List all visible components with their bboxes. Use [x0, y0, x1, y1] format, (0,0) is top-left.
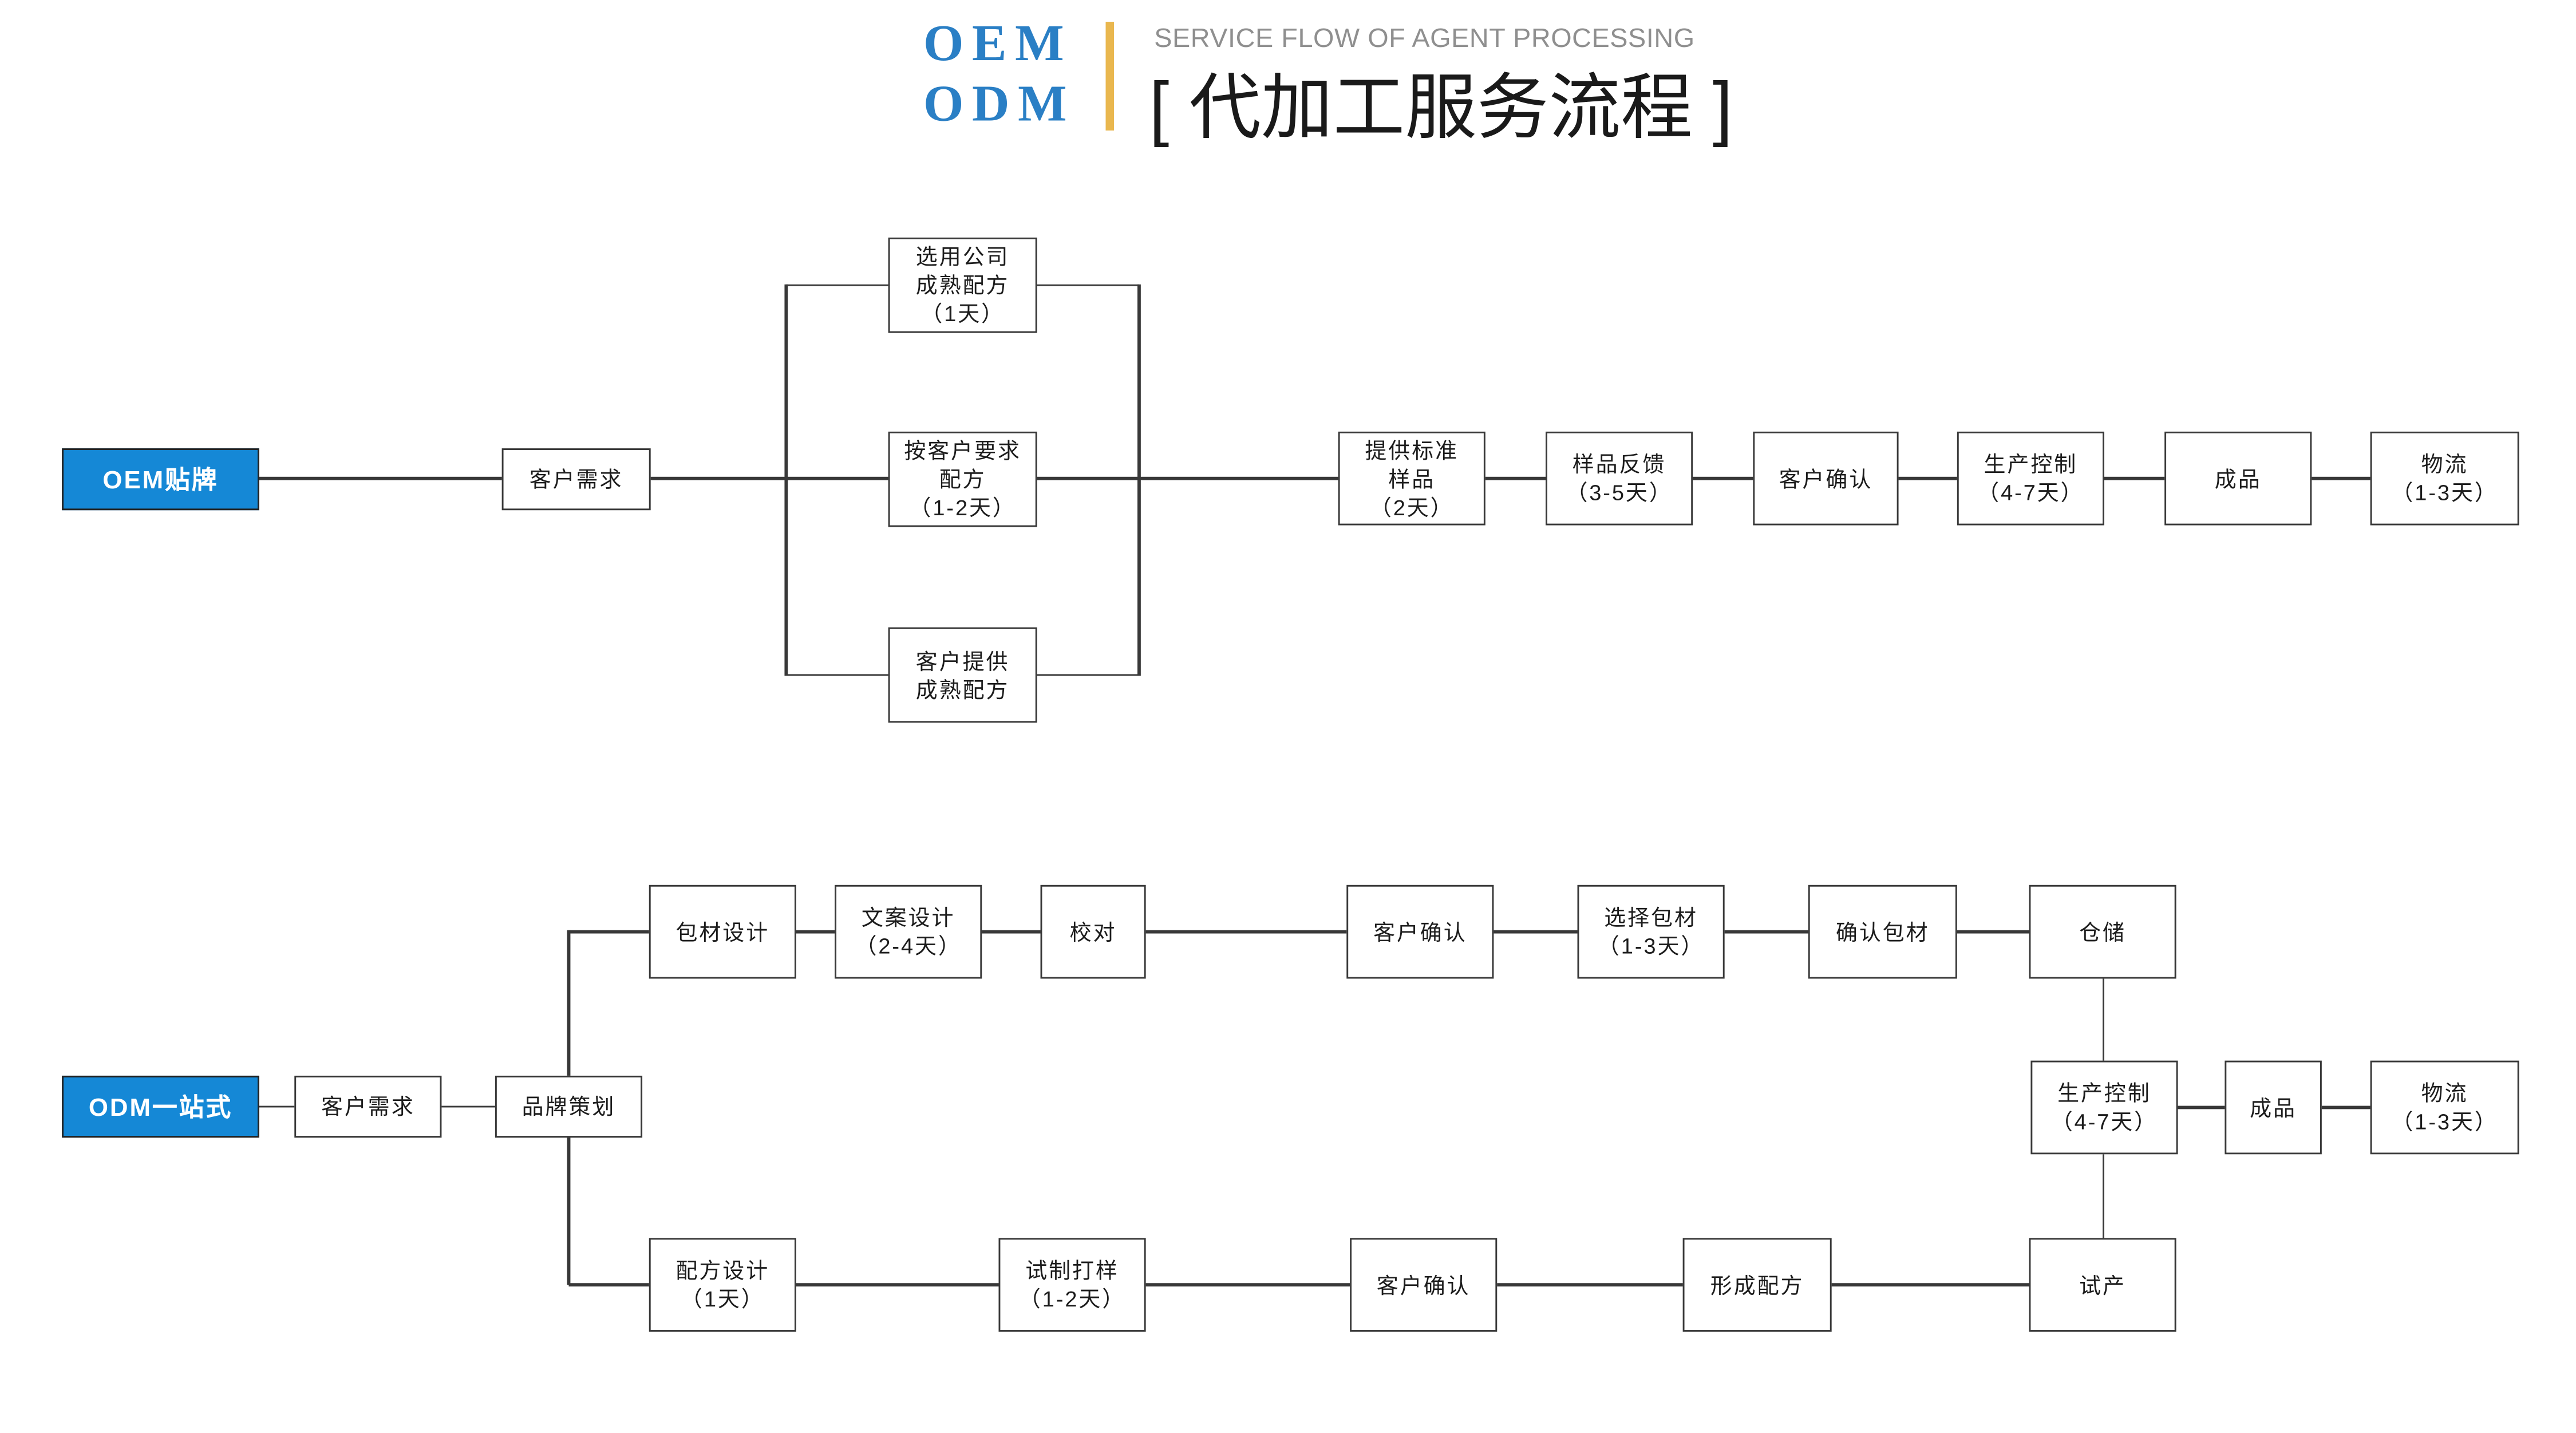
connector	[1139, 477, 1338, 480]
connector	[1037, 284, 1139, 287]
flow-node-oem-sample-feedback: 样品反馈 （3-5天）	[1546, 431, 1693, 526]
flow-node-oem-logistics: 物流 （1-3天）	[2370, 431, 2519, 526]
flow-node-odm-logistics: 物流 （1-3天）	[2370, 1060, 2519, 1155]
flow-node-oem-standard-sample: 提供标准 样品 （2天）	[1338, 431, 1485, 526]
connector	[786, 477, 888, 480]
connector	[1957, 930, 2029, 933]
flow-node-odm-formula-formed: 形成配方	[1682, 1238, 1832, 1332]
flow-node-oem-custom-formula: 按客户要求 配方 （1-2天）	[888, 431, 1037, 527]
odm-badge: ODM一站式	[62, 1075, 259, 1138]
flow-node-odm-customer-confirm-packaging: 客户确认	[1346, 885, 1494, 979]
connector-warehouse-down	[2101, 978, 2104, 1061]
connector	[2321, 1106, 2370, 1109]
connector-split	[785, 284, 788, 677]
connector	[259, 477, 502, 480]
flow-node-odm-copy-design: 文案设计 （2-4天）	[835, 885, 982, 979]
connector	[2104, 477, 2165, 480]
connector	[1037, 673, 1139, 677]
flow-node-odm-customer-confirm-formula: 客户确认	[1350, 1238, 1498, 1332]
flow-node-odm-confirm-packaging: 确认包材	[1808, 885, 1957, 979]
connector	[796, 1283, 999, 1286]
flow-node-odm-production-control: 生产控制 （4-7天）	[2030, 1060, 2178, 1155]
oem-odm-logo: OEM ODM	[923, 13, 1075, 132]
header-divider	[1105, 21, 1113, 131]
connector	[441, 1105, 495, 1108]
connector	[650, 477, 787, 480]
connector	[2312, 477, 2370, 480]
connector	[1145, 1283, 1350, 1286]
flow-node-odm-warehousing: 仓储	[2029, 885, 2176, 979]
logo-line-oem: OEM	[923, 13, 1073, 72]
flow-node-odm-select-packaging: 选择包材 （1-3天）	[1577, 885, 1725, 979]
header-subtitle-en: SERVICE FLOW OF AGENT PROCESSING	[1154, 25, 1695, 54]
connector	[796, 930, 835, 933]
connector-trial-up	[2101, 1154, 2104, 1238]
connector	[982, 930, 1041, 933]
connector-branch-down	[567, 1138, 570, 1285]
flow-node-oem-customer-needs: 客户需求	[501, 448, 651, 511]
connector	[786, 284, 888, 287]
connector	[1485, 477, 1546, 480]
connector	[1831, 1283, 2029, 1286]
logo-line-odm: ODM	[923, 73, 1076, 132]
flow-node-odm-proofread: 校对	[1040, 885, 1146, 979]
connector-branch-up	[567, 930, 570, 1076]
connector	[1494, 930, 1578, 933]
flow-node-odm-brand-planning: 品牌策划	[495, 1075, 643, 1138]
connector	[568, 1283, 649, 1286]
flow-node-odm-finished-product: 成品	[2225, 1060, 2322, 1155]
flow-node-odm-customer-needs: 客户需求	[294, 1075, 442, 1138]
flow-node-odm-packaging-design: 包材设计	[649, 885, 796, 979]
flow-node-odm-trial-production: 试产	[2029, 1238, 2176, 1332]
flow-node-odm-trial-sample: 试制打样 （1-2天）	[998, 1238, 1146, 1332]
connector	[1037, 477, 1139, 480]
flow-node-oem-customer-confirm: 客户确认	[1753, 431, 1899, 526]
connector-merge	[1137, 284, 1141, 677]
connector	[1145, 930, 1347, 933]
flow-node-oem-company-formula: 选用公司 成熟配方 （1天）	[888, 237, 1037, 333]
connector	[1898, 477, 1957, 480]
oem-badge: OEM贴牌	[62, 448, 259, 511]
connector	[786, 673, 888, 677]
flow-node-oem-finished-product: 成品	[2164, 431, 2312, 526]
flow-node-odm-formula-design: 配方设计 （1天）	[649, 1238, 796, 1332]
connector	[1724, 930, 1808, 933]
connector	[2178, 1106, 2225, 1109]
connector	[568, 930, 649, 933]
connector	[1693, 477, 1753, 480]
flow-node-oem-customer-formula: 客户提供 成熟配方	[888, 627, 1037, 723]
header-title-cn: [ 代加工服务流程 ]	[1149, 68, 1733, 149]
connector	[259, 1105, 295, 1108]
connector	[1497, 1283, 1683, 1286]
flow-node-oem-production-control: 生产控制 （4-7天）	[1957, 431, 2104, 526]
